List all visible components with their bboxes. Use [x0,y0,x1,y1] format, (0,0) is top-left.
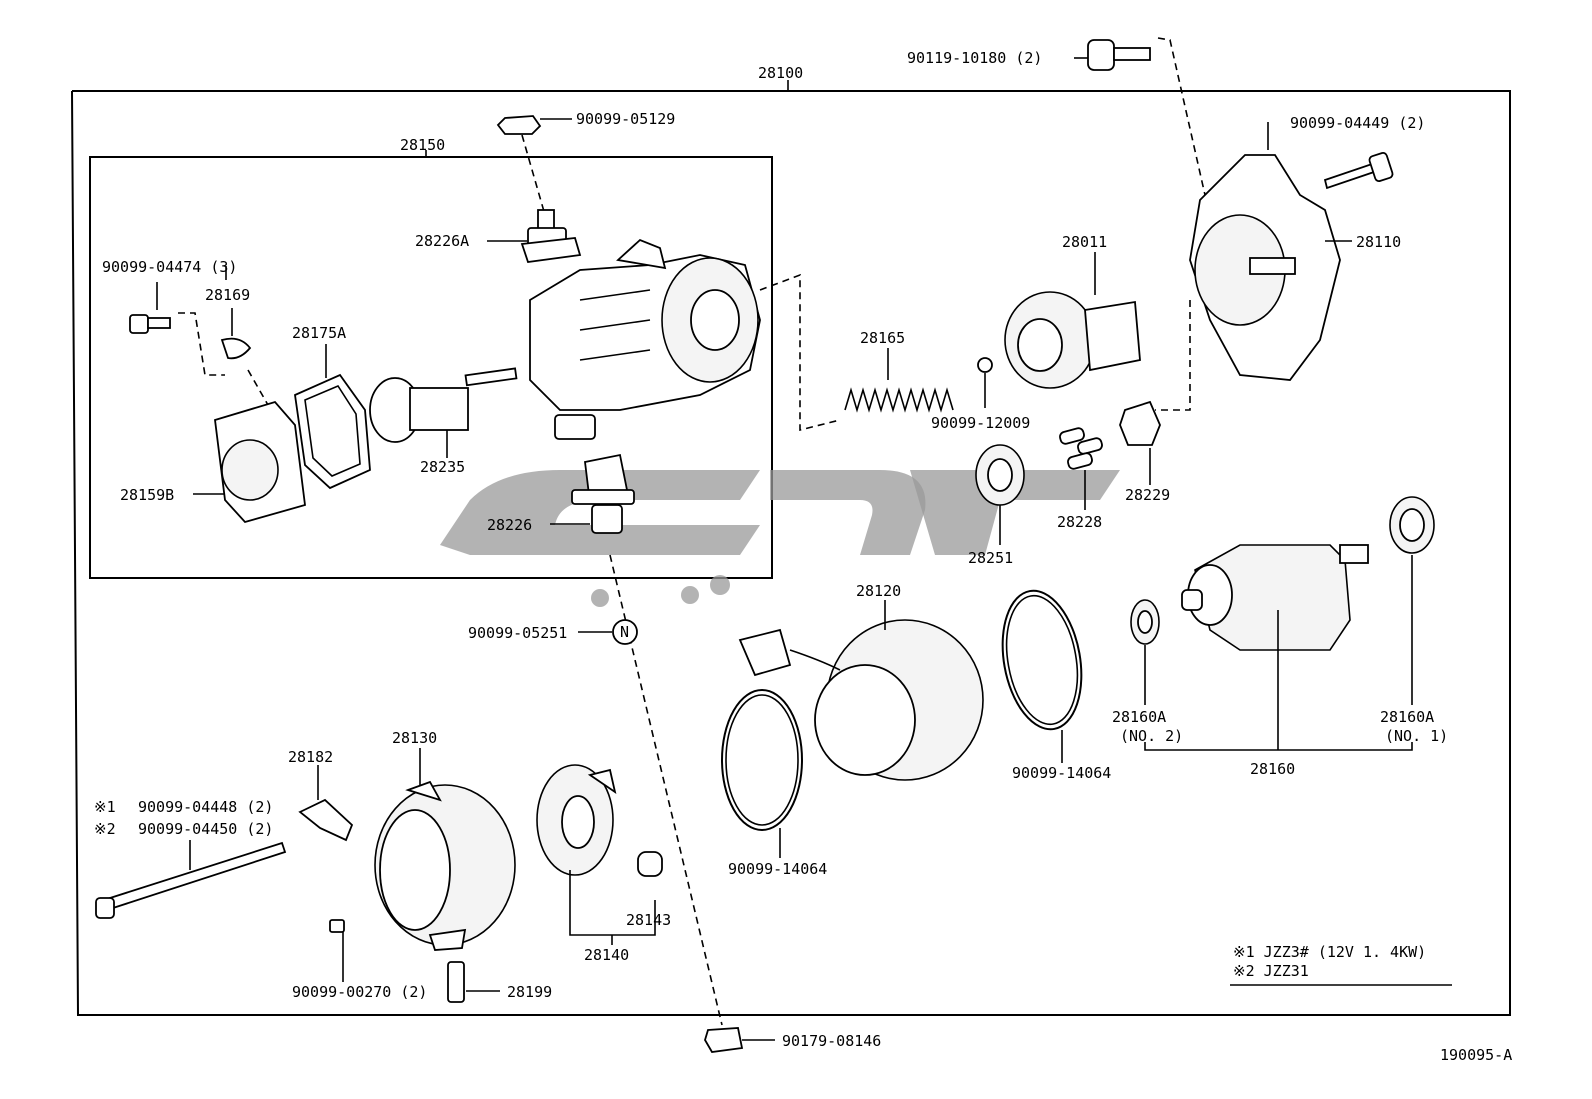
label-28160A-no1-sub: (NO. 1) [1385,727,1448,745]
plate-28182 [298,765,354,842]
application-notes: ※1 JZZ3# (12V 1. 4KW) ※2 JZZ31 [1233,943,1426,980]
label-90099-04449: 90099-04449 (2) [1290,114,1425,132]
bolt-90099-04474 [129,282,171,334]
armature-28160 [1181,544,1369,750]
label-28160A-no1: 28160A [1380,708,1434,726]
label-90099-12009: 90099-12009 [931,414,1030,432]
bolt-90099-04449 [1323,151,1394,190]
label-28226A: 28226A [415,232,469,250]
note-1: ※1 JZZ3# (12V 1. 4KW) [1233,943,1426,961]
label-28228: 28228 [1057,513,1102,531]
label-28229: 28229 [1125,486,1170,504]
label-28140: 28140 [584,946,629,964]
label-90099-05129: 90099-05129 [576,110,675,128]
label-28251: 28251 [968,549,1013,567]
bolt-90119-10180 [1074,39,1151,71]
label-90099-04474: 90099-04474 (3) [102,258,237,276]
label-28130: 28130 [392,729,437,747]
plunger-28235 [369,367,518,458]
diagram-id: 190095-A [1440,1046,1512,1064]
part-labels: 28100 90119-10180 (2) 90099-05129 90099-… [94,49,1448,1050]
o-ring-90099-14064-a [1001,589,1083,763]
brush-holder-28140 [536,764,656,945]
nut-90099-05129 [496,115,572,135]
rollers-28228 [1059,427,1103,510]
armature-group-bracket [1144,742,1413,751]
subassembly-frame-28150 [89,150,773,579]
label-28199: 28199 [507,983,552,1001]
screw-90099-00270 [329,919,345,982]
clip-28169 [220,308,252,360]
label-90099-14064-b: 90099-14064 [728,860,827,878]
label-28110: 28110 [1356,233,1401,251]
leader-lines [225,122,1452,986]
label-28150: 28150 [400,136,445,154]
solenoid-housing [529,238,761,440]
brush-28143 [637,851,663,877]
n-symbol-text: N [620,623,629,641]
label-90099-04448: 90099-04448 (2) [138,798,273,816]
label-28011: 28011 [1062,233,1107,251]
label-28160: 28160 [1250,760,1295,778]
label-28226: 28226 [487,516,532,534]
ball-90099-12009 [977,357,993,408]
label-28182: 28182 [288,748,333,766]
note-2: ※2 JZZ31 [1233,962,1309,980]
assembly-frame-28100 [71,80,1511,1016]
cover-28159B [193,400,306,524]
mark-1: ※1 [94,798,116,816]
label-28100: 28100 [758,64,803,82]
yoke-28120 [738,600,984,781]
gear-28251 [975,444,1025,545]
label-28175A: 28175A [292,324,346,342]
spring-28165 [844,348,954,413]
label-90099-00270: 90099-00270 (2) [292,983,427,1001]
label-90099-14064-a: 90099-14064 [1012,764,1111,782]
bearing-28160A-no1 [1389,496,1435,705]
gasket-28175A [294,344,371,490]
through-bolt-90099-04448 [95,840,287,919]
label-28165: 28165 [860,329,905,347]
label-28159B: 28159B [120,486,174,504]
bearing-28160A-no2 [1130,599,1160,705]
o-ring-90099-14064-b [721,689,803,858]
terminal-28226A [487,209,582,263]
terminal-28226 [550,453,635,534]
retainer-28229 [1119,400,1161,485]
label-28235: 28235 [420,458,465,476]
label-28160A-no2-sub: (NO. 2) [1120,727,1183,745]
label-28120: 28120 [856,582,901,600]
housing-28110 [1189,154,1352,381]
mark-2: ※2 [94,820,116,838]
nut-90179-08146 [704,1027,775,1053]
label-28160A-no2: 28160A [1112,708,1166,726]
label-28143: 28143 [626,911,671,929]
label-90179-08146: 90179-08146 [782,1032,881,1050]
label-28169: 28169 [205,286,250,304]
n-circle-symbol [578,619,638,645]
watermark-logo [440,470,1120,607]
assembly-guide-lines [178,37,1206,1026]
clutch-28011 [1004,252,1141,389]
label-90099-04450: 90099-04450 (2) [138,820,273,838]
end-frame-28130 [374,748,516,951]
label-90119-10180: 90119-10180 (2) [907,49,1042,67]
part-28199 [447,961,500,1003]
label-90099-05251: 90099-05251 [468,624,567,642]
